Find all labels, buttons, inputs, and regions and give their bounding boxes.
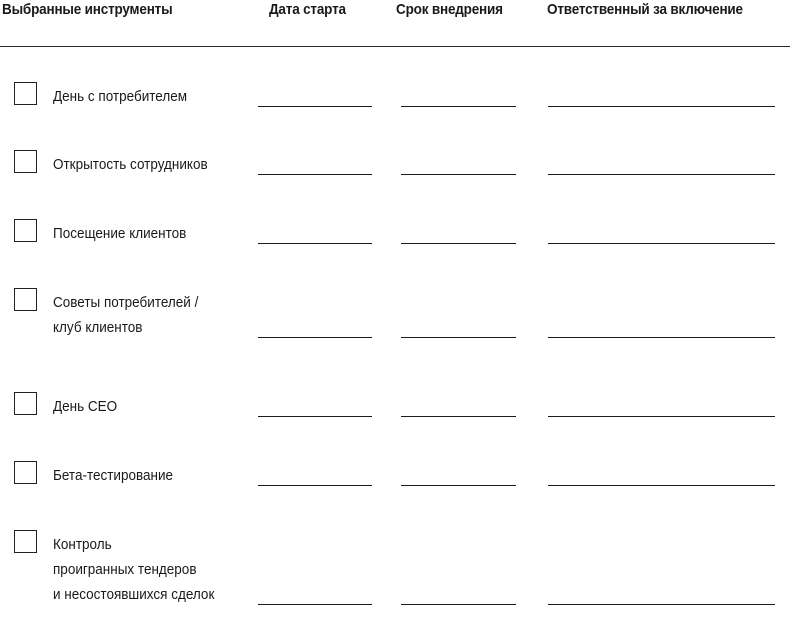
instrument-checkbox[interactable] bbox=[14, 530, 37, 553]
instrument-label-line: Контроль bbox=[53, 536, 112, 553]
instrument-checkbox[interactable] bbox=[14, 82, 37, 105]
instrument-row: Советы потребителей / клуб клиентов bbox=[0, 288, 790, 340]
instrument-label: День с потребителем bbox=[53, 84, 187, 109]
instrument-row: Посещение клиентов bbox=[0, 219, 790, 246]
instrument-label: День CEO bbox=[53, 394, 117, 419]
instrument-label-line: Бета-тестирование bbox=[53, 467, 174, 484]
instrument-row: День с потребителем bbox=[0, 82, 790, 109]
deadline-blank[interactable] bbox=[401, 243, 516, 244]
start-date-blank[interactable] bbox=[258, 337, 372, 338]
header-implementation-deadline: Срок внедрения bbox=[396, 1, 503, 18]
header-selected-instruments: Выбранные инструменты bbox=[2, 1, 173, 18]
instrument-label: Открытость сотрудников bbox=[53, 152, 208, 177]
start-date-blank[interactable] bbox=[258, 106, 372, 107]
instrument-label-line: День с потребителем bbox=[53, 88, 188, 105]
responsible-blank[interactable] bbox=[548, 243, 775, 244]
instrument-label-line: и несостоявшихся сделок bbox=[53, 586, 215, 603]
instrument-checkbox[interactable] bbox=[14, 219, 37, 242]
instrument-row: Контроль проигранных тендеров и несостоявш… bbox=[0, 530, 790, 607]
instrument-row: Открытость сотрудников bbox=[0, 150, 790, 177]
instrument-label-line: Открытость сотрудников bbox=[53, 156, 208, 173]
instrument-label-line: Посещение клиентов bbox=[53, 225, 187, 242]
instrument-checkbox[interactable] bbox=[14, 150, 37, 173]
instrument-label-line: Советы потребителей / bbox=[53, 294, 199, 311]
header-divider bbox=[0, 46, 790, 47]
instrument-label-line: клуб клиентов bbox=[53, 319, 143, 336]
responsible-blank[interactable] bbox=[548, 106, 775, 107]
start-date-blank[interactable] bbox=[258, 243, 372, 244]
deadline-blank[interactable] bbox=[401, 337, 516, 338]
header-start-date: Дата старта bbox=[269, 1, 346, 18]
instrument-checkbox[interactable] bbox=[14, 392, 37, 415]
responsible-blank[interactable] bbox=[548, 416, 775, 417]
deadline-blank[interactable] bbox=[401, 604, 516, 605]
instrument-row: День CEO bbox=[0, 392, 790, 419]
start-date-blank[interactable] bbox=[258, 485, 372, 486]
responsible-blank[interactable] bbox=[548, 337, 775, 338]
responsible-blank[interactable] bbox=[548, 604, 775, 605]
instrument-label: Советы потребителей / клуб клиентов bbox=[53, 290, 198, 340]
instrument-checkbox[interactable] bbox=[14, 288, 37, 311]
instrument-label-line: проигранных тендеров bbox=[53, 561, 197, 578]
deadline-blank[interactable] bbox=[401, 416, 516, 417]
instrument-label: Контроль проигранных тендеров и несостоявш… bbox=[53, 532, 214, 607]
deadline-blank[interactable] bbox=[401, 174, 516, 175]
header-responsible-person: Ответственный за включение bbox=[547, 1, 743, 18]
instrument-checkbox[interactable] bbox=[14, 461, 37, 484]
instrument-row: Бета-тестирование bbox=[0, 461, 790, 488]
responsible-blank[interactable] bbox=[548, 485, 775, 486]
deadline-blank[interactable] bbox=[401, 485, 516, 486]
instrument-label: Посещение клиентов bbox=[53, 221, 186, 246]
start-date-blank[interactable] bbox=[258, 604, 372, 605]
start-date-blank[interactable] bbox=[258, 416, 372, 417]
instrument-label: Бета-тестирование bbox=[53, 463, 173, 488]
instrument-label-line: День CEO bbox=[53, 398, 118, 415]
deadline-blank[interactable] bbox=[401, 106, 516, 107]
responsible-blank[interactable] bbox=[548, 174, 775, 175]
start-date-blank[interactable] bbox=[258, 174, 372, 175]
